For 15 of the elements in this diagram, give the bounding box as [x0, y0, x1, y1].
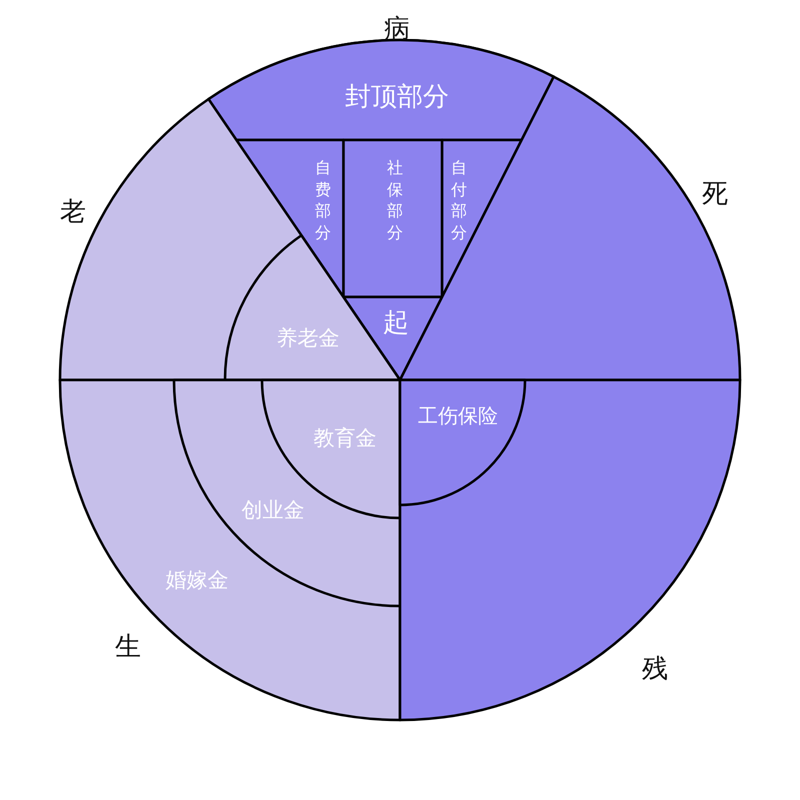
sector-label: 残	[642, 655, 668, 685]
vertical-label: 社保部分	[387, 156, 403, 244]
sector-label: 创业金	[242, 498, 304, 522]
sector-label: 婚嫁金	[166, 568, 228, 592]
sector-label: 死	[702, 180, 728, 210]
sector-label: 养老金	[276, 326, 340, 350]
sector-label: 生	[115, 633, 141, 663]
triangle-label: 起	[383, 309, 409, 339]
vertical-label: 自费部分	[315, 156, 331, 244]
vertical-label: 自付部分	[451, 156, 467, 244]
sector-label: 病	[384, 15, 410, 45]
band-label: 封顶部分	[345, 83, 449, 113]
sector-label: 教育金	[314, 426, 376, 450]
sector-label: 工伤保险	[418, 404, 498, 428]
sector-label: 老	[60, 198, 86, 228]
